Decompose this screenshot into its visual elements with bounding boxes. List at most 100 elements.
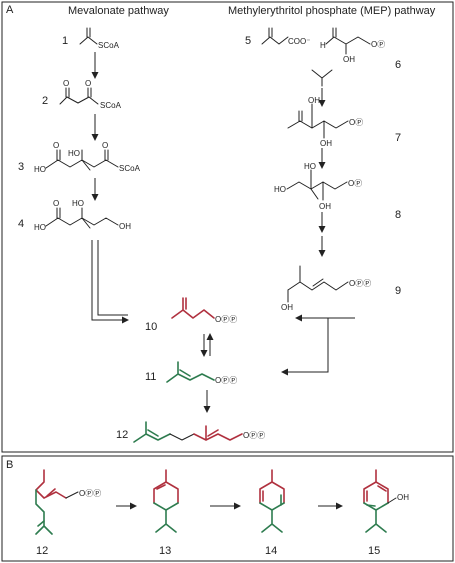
compound-4: 4 HO O HO OH [18, 199, 131, 232]
panel-b-compound-14: 14 [259, 469, 285, 557]
b13-green-part [153, 502, 179, 533]
compound-number-1: 1 [62, 35, 68, 47]
compound-3-ho2: HO [68, 149, 80, 158]
b15-hydroxyl-bond [387, 497, 397, 504]
arrow-4-to-10-outer [91, 240, 129, 324]
compound-4-skeleton [45, 217, 119, 227]
panel-b-compound-12: OⓅⓅ 12 [35, 469, 101, 557]
compound-number-4: 4 [18, 218, 24, 230]
panel-b-compound-15: OH 15 [363, 469, 409, 557]
compound-8-branches [310, 169, 324, 201]
compound-11: 11 OⓅⓅ [145, 361, 237, 385]
b14-green-part [259, 502, 285, 533]
b-compound-number-15: 15 [368, 545, 380, 557]
compound-9-oh: OH [281, 303, 293, 312]
compound-7-skeleton [287, 120, 349, 129]
compound-3-branch [81, 149, 91, 171]
b12-opp: OⓅⓅ [79, 489, 101, 498]
compound-8-ho: HO [274, 185, 286, 194]
compound-number-2: 2 [42, 95, 48, 107]
compound-9-branches [287, 265, 301, 303]
compound-1-scoa: SCoA [98, 41, 120, 50]
compound-number-7: 7 [395, 132, 401, 144]
b-compound-number-14: 14 [265, 545, 277, 557]
compound-2-o1: O [63, 79, 69, 88]
compound-8-ho2: HO [304, 162, 316, 171]
compound-10-opp: OⓅⓅ [215, 315, 237, 324]
compound-4-ho: HO [34, 223, 46, 232]
compound-8: HO HO OH OⓅ 8 [274, 162, 401, 221]
compound-3: 3 HO O O HO SCoA [18, 141, 141, 174]
compound-6-h: H [320, 41, 326, 50]
compound-5: 5 COO⁻ [245, 27, 310, 47]
b13-red-part [153, 469, 179, 504]
compound-6-oh: OH [343, 55, 355, 64]
compound-7: OH OH OⓅ 7 [287, 96, 401, 148]
compound-11-double-bond [179, 369, 191, 377]
b15-green-double [366, 504, 376, 507]
compound-number-12: 12 [116, 429, 128, 441]
b12-red-double [46, 488, 56, 497]
arrow-9-to-11 [281, 318, 329, 376]
compound-3-carbonyls [56, 149, 109, 161]
mep-pathway-title: Methylerythritol phosphate (MEP) pathway [228, 5, 436, 17]
compound-3-o2: O [102, 141, 108, 150]
compound-10: 10 OⓅⓅ [145, 297, 237, 333]
panel-b: B OⓅⓅ 12 13 14 [1, 455, 454, 562]
compound-5-coo: COO⁻ [288, 37, 310, 46]
compound-9-double-bond [312, 278, 324, 287]
compound-11-isoprene-unit [166, 361, 215, 383]
panel-b-compound-13: 13 [153, 469, 179, 557]
compound-3-o1: O [53, 141, 59, 150]
panel-a-letter: A [6, 4, 14, 16]
compound-number-11: 11 [145, 371, 156, 383]
compound-9: OH OⓅⓅ 9 [281, 265, 401, 312]
panel-a-frame [1, 1, 454, 453]
compound-3-ho: HO [34, 165, 46, 174]
compound-12-green-double [147, 429, 159, 437]
compound-8-op: OⓅ [348, 179, 362, 188]
b-compound-number-12: 12 [36, 545, 48, 557]
b12-green-unit [35, 489, 53, 535]
compound-4-o: O [53, 199, 59, 208]
mevalonate-pathway-title: Mevalonate pathway [68, 5, 169, 17]
compound-5-skeleton [261, 36, 289, 45]
compound-12-red-double [207, 429, 219, 437]
compound-12-opp: OⓅⓅ [243, 431, 265, 440]
b12-red-unit [35, 469, 67, 499]
compound-12-red-unit [193, 425, 243, 441]
b15-red-doubles [366, 485, 387, 502]
panel-a: A Mevalonate pathway Methylerythritol ph… [1, 1, 454, 453]
compound-6-skeleton [325, 36, 371, 45]
b15-green-part [363, 502, 389, 533]
mep-branch-fragment [311, 69, 333, 87]
compound-2-carbonyls [65, 87, 92, 98]
compound-7-op: OⓅ [349, 118, 363, 127]
arrow-4-to-10-inner [97, 240, 128, 316]
compound-5-carbonyl [268, 27, 273, 38]
compound-6: H OH OⓅ 6 [320, 27, 401, 71]
compound-4-branch [81, 207, 91, 229]
compound-12: 12 OⓅⓅ [116, 421, 265, 443]
b12-linker [65, 491, 79, 499]
b14-red-part [259, 469, 285, 504]
b15-oh: OH [397, 493, 409, 502]
b12-green-double [37, 520, 45, 527]
compound-8-oh: OH [319, 202, 331, 211]
compound-3-scoa: SCoA [119, 164, 141, 173]
compound-12-green-unit [133, 421, 171, 443]
compound-number-6: 6 [395, 59, 401, 71]
compound-9-opp: OⓅⓅ [349, 279, 371, 288]
compound-12-linker [169, 433, 195, 441]
compound-7-oh2: OH [320, 139, 332, 148]
compound-6-branches [332, 27, 347, 55]
compound-2-o2: O [85, 79, 91, 88]
compound-number-5: 5 [245, 35, 251, 47]
b15-red-part [363, 469, 389, 504]
compound-4-ho2: HO [72, 199, 84, 208]
compound-3-skeleton [45, 159, 119, 169]
compound-9-skeleton [287, 281, 349, 291]
compound-1: 1 SCoA [62, 27, 120, 50]
compound-2-scoa: SCoA [100, 101, 122, 110]
